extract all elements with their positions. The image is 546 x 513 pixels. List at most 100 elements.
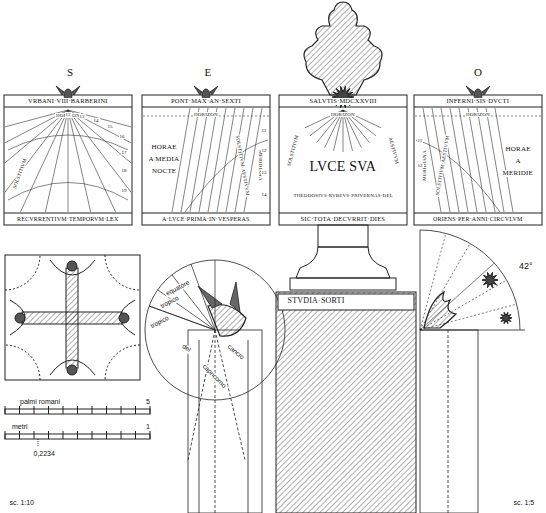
plan-view xyxy=(5,255,140,380)
scale-tick xyxy=(19,431,20,439)
drawing-rect xyxy=(188,330,262,513)
angle-rays xyxy=(420,233,517,330)
orientation-letter: S xyxy=(66,67,74,78)
hour-line xyxy=(459,108,477,212)
drawing-line xyxy=(215,330,216,513)
angle-ray xyxy=(420,243,470,330)
drawing-line xyxy=(279,107,407,108)
drawing-circle xyxy=(145,260,285,400)
hour-line xyxy=(68,110,103,212)
hour-numeral: 17 xyxy=(121,150,128,155)
drawing-path xyxy=(10,260,135,375)
scale-label: 0,2234 xyxy=(33,450,56,457)
scale-tick xyxy=(150,406,151,414)
panel-frames xyxy=(4,95,542,225)
angle-ray xyxy=(420,280,507,330)
scale-bars xyxy=(5,409,150,446)
hour-numeral: 19 xyxy=(121,188,128,193)
scale-tick xyxy=(135,406,136,414)
inscription: STVDIA·SORTI xyxy=(287,297,346,305)
drawing-line xyxy=(420,330,525,331)
hour-line xyxy=(199,108,217,212)
inscription: HORIZON xyxy=(465,112,491,117)
solar-ray xyxy=(191,264,215,330)
drawing-rect xyxy=(318,225,368,247)
hour-numeral: 13 xyxy=(79,114,86,119)
inscription: HORIZON xyxy=(193,112,219,117)
inscription: ORIENS·PER·ANNI·CIRCVLVM xyxy=(432,216,524,222)
bee-gnomons xyxy=(56,86,490,101)
drawing-circle xyxy=(67,261,77,271)
drawing-rect xyxy=(142,95,270,225)
inscription: PONT·MAX·AN·SEXTI xyxy=(170,98,242,105)
hour-line xyxy=(432,108,450,212)
inscription: A xyxy=(515,158,522,165)
hour-numeral: 16 xyxy=(119,134,126,139)
angle-ray xyxy=(420,263,494,330)
west-dial-face: INFERNI·SIS·DVCTIHORIZONHORAEAMERIDIESOL… xyxy=(414,95,542,225)
vertical-inscription: SOLSTITIVM·AESTIVVM xyxy=(234,134,250,197)
scale-tick xyxy=(34,406,35,414)
scale-tick xyxy=(77,406,78,414)
solar-ray xyxy=(215,260,216,330)
tropic-curve xyxy=(8,135,128,150)
angle-label: 42° xyxy=(518,262,534,271)
drawing-path xyxy=(420,230,520,330)
drawing-rect xyxy=(276,292,416,513)
drawing-line xyxy=(38,439,39,446)
drawing-line xyxy=(4,107,132,108)
drawing-path xyxy=(5,255,140,380)
tropic-curve xyxy=(416,140,500,212)
inscription: THEODOSIVS·RVBEVS·PRIVERNAS·DEL xyxy=(293,193,394,198)
scale-label: sc. 1:10 xyxy=(9,499,36,506)
scale-label: 5 xyxy=(145,398,151,405)
south-dial-lines xyxy=(5,110,131,212)
section-label: del xyxy=(180,342,192,353)
hour-line xyxy=(468,108,486,212)
drawing-rect xyxy=(279,95,407,225)
scale-ticks xyxy=(5,406,150,439)
scale-label: 1 xyxy=(145,423,151,430)
center-dial-lines xyxy=(305,110,381,152)
hour-numeral: 13 xyxy=(261,170,268,175)
east-section xyxy=(145,260,285,513)
drawing-line xyxy=(414,107,542,108)
tropic-curve xyxy=(8,183,128,201)
hour-line xyxy=(181,108,199,212)
drawing-line xyxy=(142,213,270,214)
inscription: SALVTIS·MDCXXVIII xyxy=(309,98,378,105)
orientation-letter: O xyxy=(473,67,483,78)
orientation-letter: E xyxy=(204,67,213,78)
scale-tick xyxy=(92,406,93,414)
drawing-line xyxy=(188,330,215,460)
scale-tick xyxy=(121,431,122,439)
drawing-path xyxy=(296,247,390,278)
drawing-line xyxy=(420,230,421,330)
solar-ray xyxy=(149,306,215,330)
inscription: RECVRRENTIVM·TEMPORVM·LEX xyxy=(16,216,120,222)
inscription: VRBANI·VIII·BARBERINI xyxy=(27,98,109,105)
hour-lines xyxy=(0,108,541,270)
drawing-line xyxy=(248,340,249,513)
inscription: HORAE xyxy=(505,146,532,153)
drawing-rect xyxy=(22,312,122,324)
drawing-rect xyxy=(5,255,140,380)
sun-gnomons xyxy=(332,86,512,323)
section-label: tropico xyxy=(149,314,171,330)
hour-line xyxy=(235,108,253,212)
hour-numeral: 11 xyxy=(417,138,424,143)
drawing-circle xyxy=(67,365,77,375)
inscription: SIC·TOTA·DECVRRIT·DIES xyxy=(300,216,387,223)
drawing-line xyxy=(279,213,407,214)
inscription: INFERNI·SIS·DVCTI xyxy=(446,98,511,105)
inscription: MERIDIE xyxy=(502,170,535,177)
pedestal-block: STVDIA·SORTI xyxy=(276,292,416,513)
scale-label: metri xyxy=(11,423,29,430)
hour-line xyxy=(208,108,226,212)
center-dial-face: SALVTIS·MDCXXVIIIHORIZONLVCE SVATHEODOSI… xyxy=(279,95,407,225)
solar-ray xyxy=(149,306,215,330)
scale-tick xyxy=(63,406,64,414)
drawing-rect xyxy=(290,278,396,290)
drawing-rect xyxy=(414,95,542,225)
